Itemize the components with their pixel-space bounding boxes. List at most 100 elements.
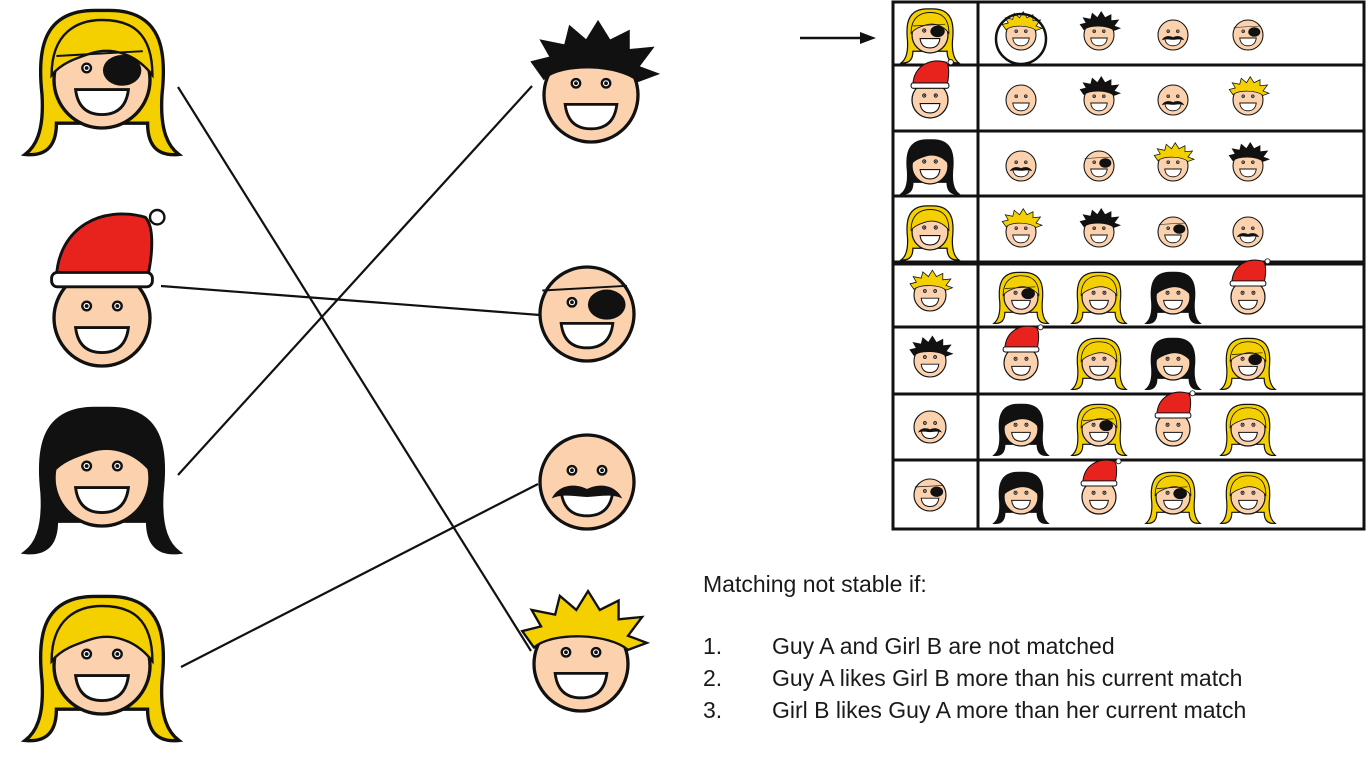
smile-icon (1090, 102, 1108, 112)
ranked-girl-blonde-eyepatch (1144, 471, 1202, 524)
pupil-icon (1103, 492, 1106, 494)
bangs-icon (1229, 341, 1267, 363)
pupil-icon (1241, 358, 1244, 360)
table-row (910, 59, 1271, 119)
pupil-icon (1093, 30, 1095, 32)
hat-brim-icon (1080, 480, 1118, 487)
condition-3: 3. Girl B likes Guy A more than her curr… (703, 694, 1246, 726)
smile-icon (1164, 168, 1182, 178)
pupil-icon (1252, 161, 1254, 163)
smile-icon (73, 326, 131, 355)
eyepatch-strap-icon (912, 23, 946, 27)
pompom-icon (1037, 324, 1044, 331)
pupil-icon (1167, 227, 1169, 229)
eyepatch-icon (1173, 488, 1187, 500)
spiky-hair-icon (909, 335, 954, 357)
row-owner-guy-mustache (913, 410, 947, 444)
eyepatch-strap-icon (1233, 25, 1261, 28)
bangs-icon (1154, 475, 1192, 497)
ranked-girl-santa-hat (1154, 390, 1196, 447)
table-row (913, 458, 1277, 524)
ranked-guy-mustache (1005, 150, 1037, 182)
hat-brim-icon (1154, 412, 1192, 419)
hat-brim-icon (1002, 346, 1040, 353)
smile-icon (920, 297, 940, 308)
eyepatch-strap-icon (914, 485, 944, 488)
ranked-girl-santa-hat (1080, 458, 1122, 515)
santa-hat-icon (912, 60, 950, 86)
pupil-icon (84, 304, 89, 308)
head-icon (1157, 19, 1189, 51)
eyepatch-strap-icon (1082, 418, 1114, 421)
pupil-icon (1014, 358, 1017, 360)
row-owner-girl-blonde (899, 205, 961, 261)
mustache-icon (918, 428, 942, 433)
smile-icon (1090, 168, 1108, 178)
pupil-icon (84, 464, 89, 468)
ranked-guy-eyepatch (1232, 19, 1264, 51)
ranked-guy-spiky-blonde (1001, 208, 1044, 248)
smile-icon (1164, 234, 1182, 244)
smile-icon (1163, 365, 1183, 376)
spiky-hair-icon (1079, 11, 1122, 31)
matching-lines (160, 85, 541, 668)
pupil-icon (1015, 227, 1017, 229)
smile-icon (1089, 431, 1109, 442)
pupil-icon (1092, 424, 1095, 426)
table-row (909, 258, 1271, 324)
condition-number: 3. (703, 697, 723, 723)
mustache-icon (1161, 101, 1185, 106)
pupil-icon (1166, 492, 1169, 494)
smile-icon (920, 429, 940, 440)
ranked-girl-blonde (1219, 403, 1277, 456)
head-icon (1232, 216, 1264, 248)
spiky-hair-icon (1079, 208, 1122, 228)
pupil-icon (1166, 358, 1169, 360)
pupil-icon (1025, 492, 1028, 494)
smile-icon (1011, 499, 1031, 510)
eyepatch-icon (1021, 288, 1035, 300)
pupil-icon (935, 226, 937, 229)
spiky-hair-icon (530, 19, 661, 83)
pupil-icon (1167, 30, 1169, 32)
ranked-girl-black-hair (1144, 337, 1202, 390)
eyepatch-icon (1173, 224, 1186, 234)
smile-icon (1089, 299, 1109, 310)
pupil-icon (934, 422, 936, 424)
condition-number: 2. (703, 665, 723, 691)
eyepatch-strap-icon (542, 284, 628, 292)
row-owner-girl-black-hair (899, 139, 961, 195)
smile-icon (1164, 37, 1182, 47)
pupil-icon (604, 81, 608, 86)
girl-black-hair (20, 406, 184, 555)
spiky-hair-icon (1001, 208, 1044, 228)
condition-text: Guy A likes Girl B more than his current… (772, 665, 1243, 691)
mustache-icon (1236, 233, 1260, 238)
pupil-icon (84, 652, 89, 656)
pupil-icon (1092, 358, 1095, 360)
pupil-icon (1025, 30, 1027, 32)
bangs-icon (1229, 407, 1267, 429)
eyepatch-strap-icon (1156, 486, 1188, 489)
eyepatch-icon (930, 25, 945, 38)
head-icon (1005, 150, 1037, 182)
pupil-icon (84, 66, 89, 70)
smile-icon (1090, 234, 1108, 244)
smile-icon (1239, 234, 1257, 244)
bangs-icon (1154, 341, 1192, 363)
pupil-icon (1177, 161, 1179, 163)
smile-icon (1011, 299, 1031, 310)
row-owner-girl-santa-hat (910, 59, 954, 119)
pupil-icon (1103, 292, 1106, 294)
spiky-hair-icon (520, 588, 651, 652)
stability-title: Matching not stable if: (703, 571, 927, 597)
eyepatch-strap-icon (1084, 156, 1112, 159)
pupil-icon (1025, 424, 1028, 426)
ranked-guy-spiky-black (1228, 142, 1271, 182)
pupil-icon (1014, 292, 1017, 294)
mustache-icon (1009, 167, 1033, 172)
pupil-icon (923, 160, 925, 163)
smile-icon (1089, 365, 1109, 376)
pupil-icon (1177, 30, 1179, 32)
